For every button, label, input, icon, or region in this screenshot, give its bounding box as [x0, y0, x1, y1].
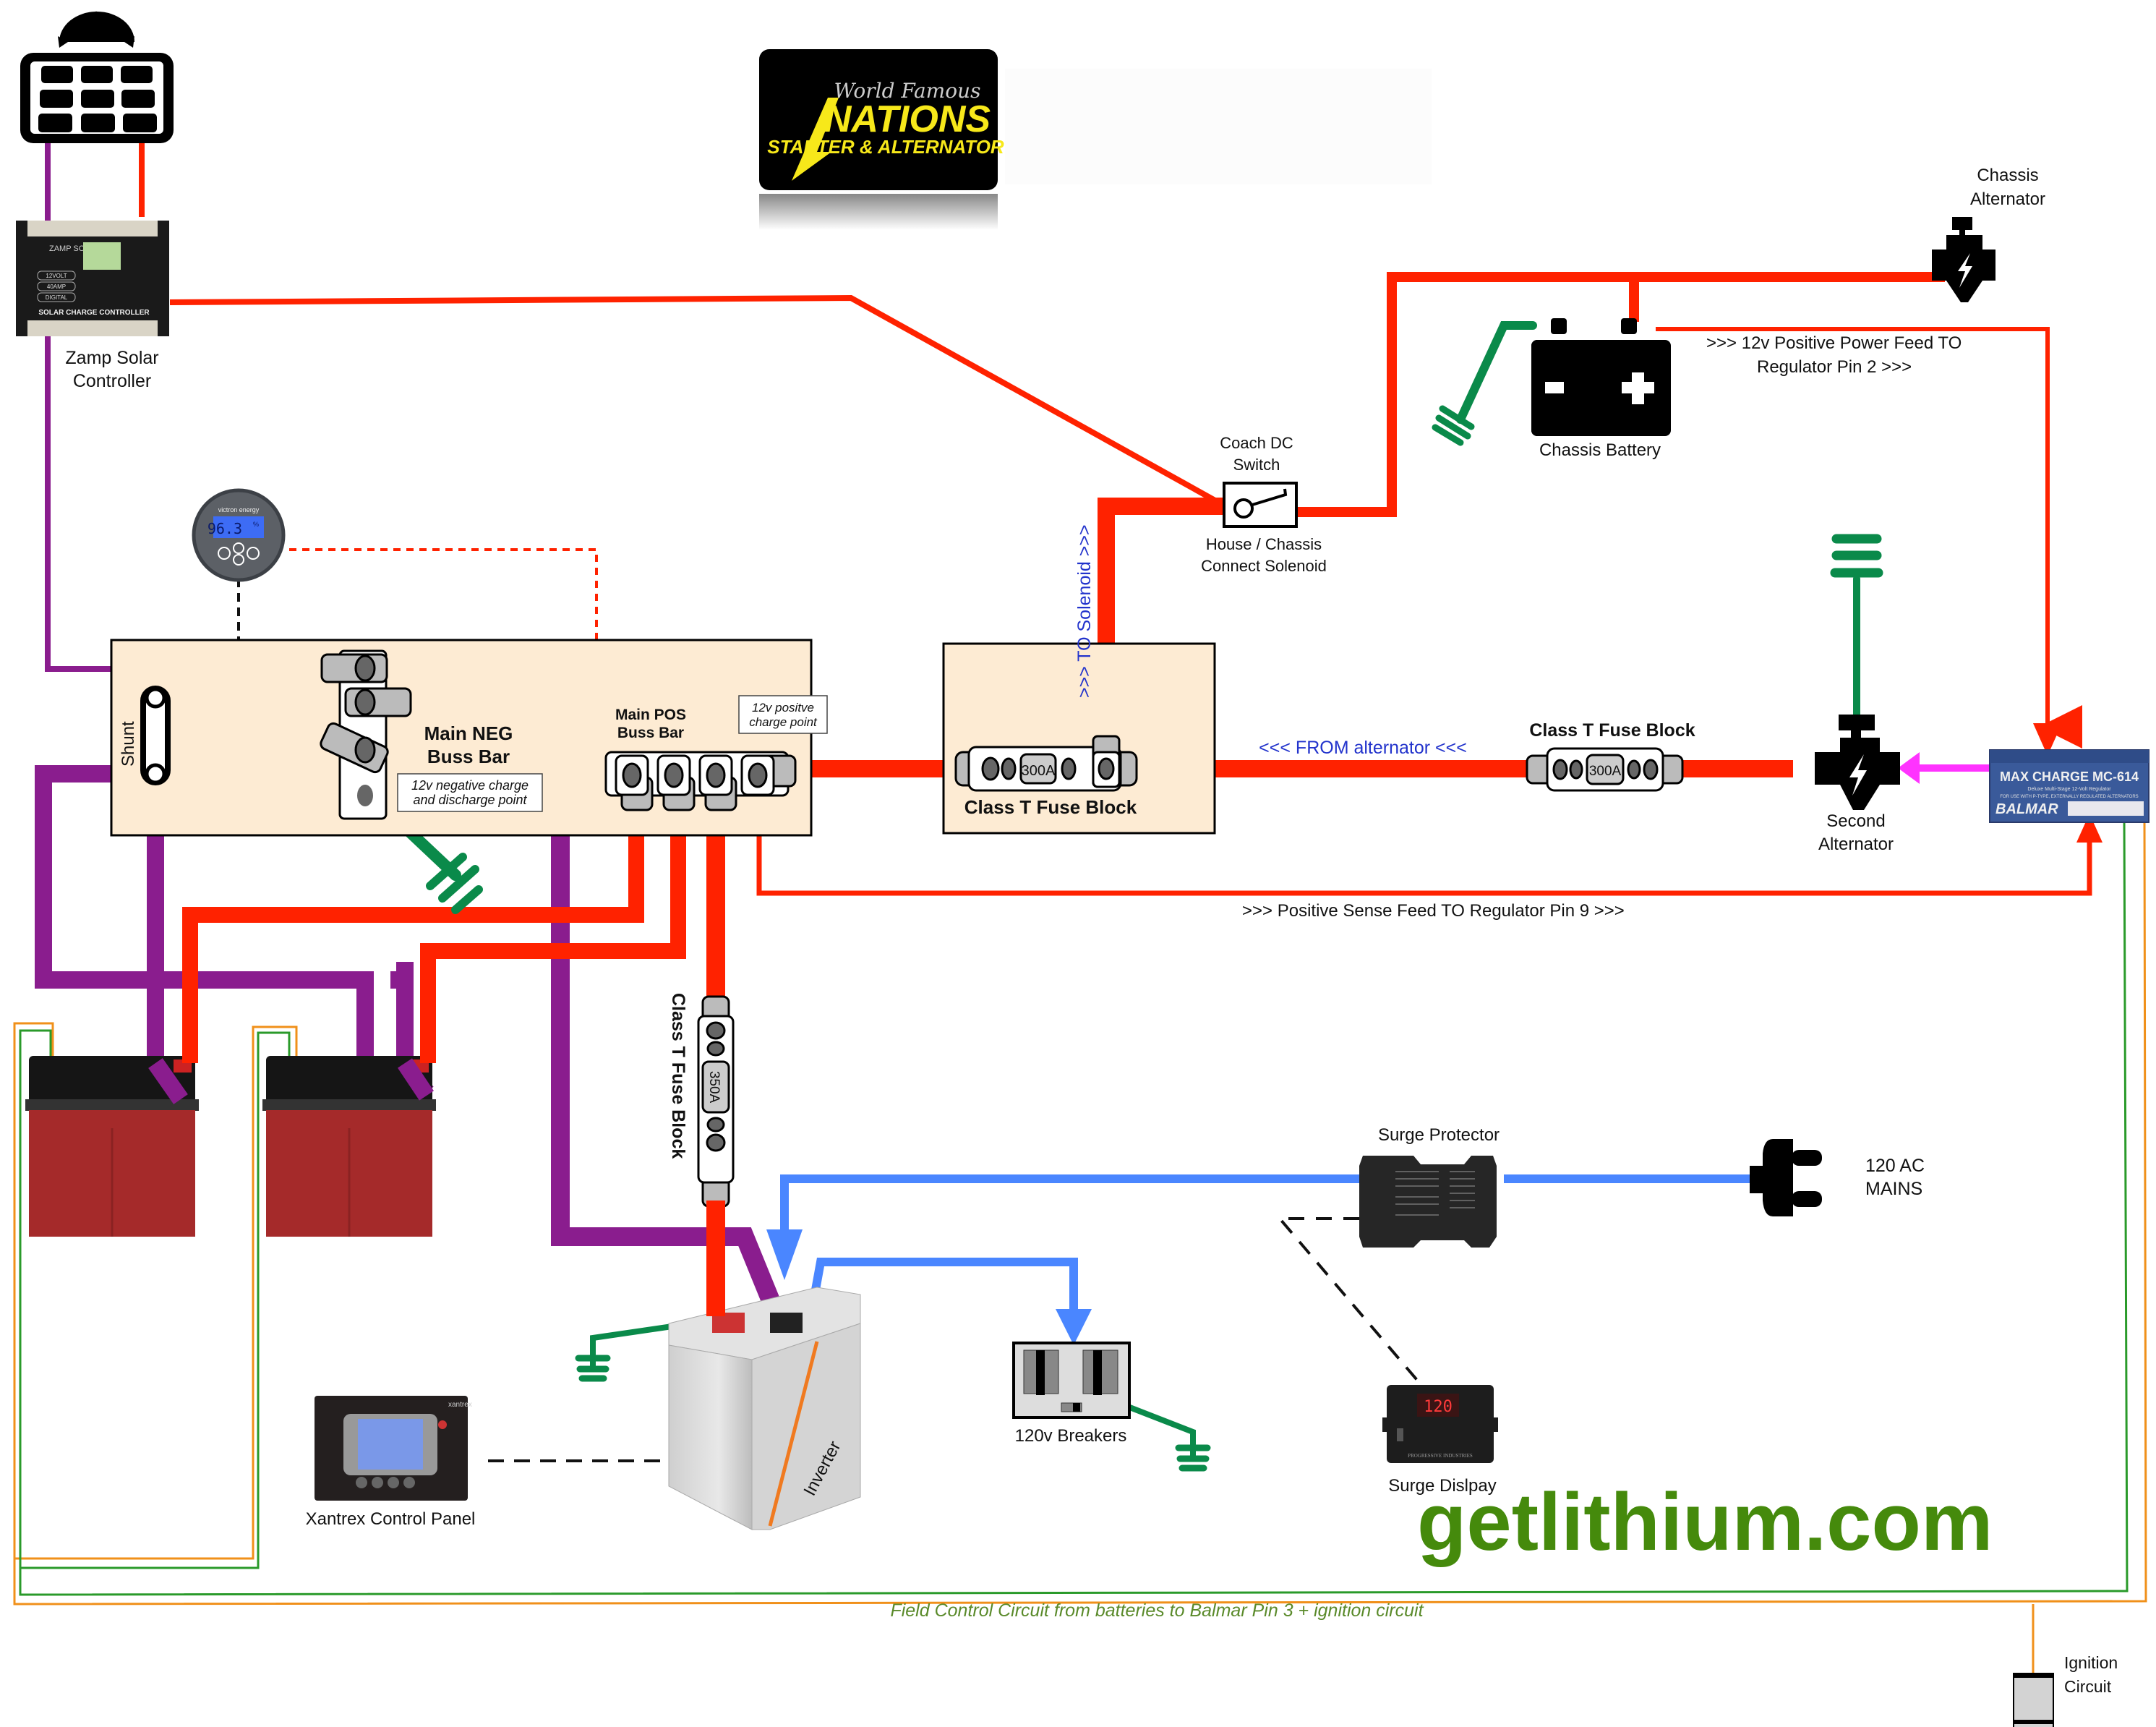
ac-arrow-to-breakers — [1056, 1309, 1092, 1345]
xantrex-panel: xantrex — [315, 1396, 472, 1501]
xantrex-brand: xantrex — [448, 1401, 472, 1409]
alt-fuse-rating: 300A — [1589, 764, 1622, 779]
balmar-regulator: MAX CHARGE MC-614 Deluxe Multi-Stage 12-… — [1989, 749, 2149, 823]
power-feed-label-1: >>> 12v Positive Power Feed TO — [1706, 333, 1962, 353]
surge-display-brand: PROGRESSIVE INDUSTRIES — [1408, 1453, 1473, 1459]
chassis-battery-label: Chassis Battery — [1539, 440, 1661, 460]
regulator-subtitle: Deluxe Multi-Stage 12-Volt Regulator — [2027, 787, 2111, 792]
solenoid-label-2: Connect Solenoid — [1201, 557, 1327, 575]
inverter-fuse-label: Class T Fuse Block — [668, 993, 688, 1159]
regulator-title: MAX CHARGE MC-614 — [2000, 769, 2139, 784]
nations-logo: World Famous NATIONS STARTER & ALTERNATO… — [759, 49, 1432, 230]
neg-buss-label-2: Buss Bar — [427, 746, 510, 767]
xantrex-label: Xantrex Control Panel — [306, 1509, 476, 1529]
coach-switch-label-1: Coach DC — [1220, 434, 1293, 452]
ground-symbol-chassis-battery — [1432, 405, 1475, 446]
neg-buss-bar — [320, 649, 412, 820]
arrow-to-regulator-pin2 — [2033, 723, 2062, 756]
neg-buss-note-2: and discharge point — [413, 793, 527, 807]
power-feed-label-2: Regulator Pin 2 >>> — [1757, 357, 1912, 377]
pos-buss-note-1: 12v positve — [752, 701, 814, 715]
ignition-label-2: Circuit — [2064, 1677, 2112, 1696]
monitor-reading: 96.3 — [208, 520, 242, 537]
field-control-wires — [13, 816, 2147, 1676]
neg-buss-label-1: Main NEG — [424, 722, 513, 744]
second-alternator-icon — [1815, 715, 1900, 810]
badge-12volt: 12VOLT — [46, 273, 67, 279]
solar-charge-controller: ZAMP SOLAR 12VOLT 40AMP DIGITAL SOLAR CH… — [16, 221, 169, 336]
arrow-to-regulator-pin9 — [2076, 814, 2102, 843]
pos-buss-label-1: Main POS — [615, 707, 686, 723]
pos-buss-label-2: Buss Bar — [617, 725, 684, 741]
battery1-neg-lead — [148, 1058, 188, 1104]
ac-mains-label-1: 120 AC — [1865, 1156, 1925, 1176]
surge-display-reading: 120 — [1424, 1398, 1453, 1416]
to-solenoid-label: >>> TO Solenoid >>> — [1074, 524, 1095, 698]
chassis-alternator-icon — [1932, 217, 1995, 302]
from-alternator-label: <<< FROM alternator <<< — [1259, 738, 1467, 758]
solar-panel-icon — [20, 11, 174, 143]
surge-display-label: Surge Dislpay — [1388, 1476, 1496, 1496]
alt-fuse-label: Class T Fuse Block — [1529, 720, 1695, 741]
ground-symbol-inverter — [575, 1355, 611, 1382]
shunt — [140, 686, 171, 785]
alt-fuse-block — [1526, 747, 1684, 792]
logo-tagline: World Famous — [834, 79, 981, 103]
surge-display: 120 PROGRESSIVE INDUSTRIES — [1382, 1385, 1498, 1463]
ground-symbol-neg-buss — [426, 853, 483, 914]
pos-buss-bar — [604, 751, 797, 811]
ignition-label-1: Ignition — [2064, 1653, 2118, 1672]
pos-buss-note-2: charge point — [749, 715, 818, 729]
surge-protector — [1359, 1156, 1497, 1248]
regulator-brand: BALMAR — [1995, 801, 2058, 817]
inverter-fuse-block — [697, 995, 735, 1208]
coach-switch-icon — [1223, 482, 1298, 528]
battery2-neg-lead — [398, 1058, 434, 1101]
neg-buss-note-1: 12v negative charge — [411, 778, 529, 793]
main-fuse-rating: 300A — [1022, 763, 1056, 779]
inverter — [668, 1287, 861, 1530]
solenoid-label-1: House / Chassis — [1206, 535, 1322, 553]
second-alt-label-2: Alternator — [1818, 835, 1894, 854]
ac-plug-icon — [1750, 1139, 1822, 1216]
watermark-getlithium[interactable]: getlithium.com — [1417, 1477, 1993, 1567]
solar-controller-label-2: Controller — [73, 371, 151, 391]
ignition-circuit-icon — [2013, 1673, 2054, 1727]
main-fuse-block — [954, 735, 1138, 792]
badge-40amp: 40AMP — [47, 283, 66, 290]
chassis-alt-label-2: Alternator — [1970, 189, 2045, 209]
logo-subtitle: STARTER & ALTERNATOR — [767, 136, 1004, 158]
solar-controller-label-1: Zamp Solar — [65, 348, 158, 368]
ac-arrow-to-inverter — [766, 1229, 803, 1280]
second-alt-label-1: Second — [1826, 811, 1885, 831]
chassis-alt-label-1: Chassis — [1977, 166, 2038, 185]
ground-symbol-second-alternator — [1830, 534, 1883, 578]
battery-monitor: victron energy 96.3 % — [192, 488, 286, 582]
monitor-unit: % — [253, 521, 259, 528]
logo-brand: NATIONS — [824, 98, 991, 140]
house-battery-2 — [262, 1056, 436, 1237]
main-fuse-label: Class T Fuse Block — [964, 796, 1137, 818]
controller-face-title: SOLAR CHARGE CONTROLLER — [38, 309, 150, 317]
inverter-fuse-rating: 350A — [706, 1071, 722, 1104]
ac-mains-label-2: MAINS — [1865, 1179, 1922, 1199]
shunt-label: Shunt — [119, 721, 138, 767]
breakers-label: 120v Breakers — [1015, 1426, 1127, 1446]
chassis-battery-icon — [1531, 318, 1671, 436]
surge-protector-label: Surge Protector — [1378, 1125, 1500, 1145]
ac-wires — [780, 1174, 1750, 1323]
breaker-panel-icon — [1012, 1342, 1131, 1419]
badge-digital: DIGITAL — [46, 294, 68, 301]
monitor-brand: victron energy — [218, 506, 260, 513]
regulator-tagline: FOR USE WITH P-TYPE, EXTERNALLY REGULATE… — [2000, 795, 2138, 799]
field-control-label: Field Control Circuit from batteries to … — [890, 1600, 1424, 1621]
sense-feed-label: >>> Positive Sense Feed TO Regulator Pin… — [1242, 901, 1625, 921]
main-fuse-enclosure — [942, 642, 1216, 835]
ground-symbol-breakers — [1175, 1444, 1211, 1472]
coach-switch-label-2: Switch — [1233, 456, 1280, 474]
